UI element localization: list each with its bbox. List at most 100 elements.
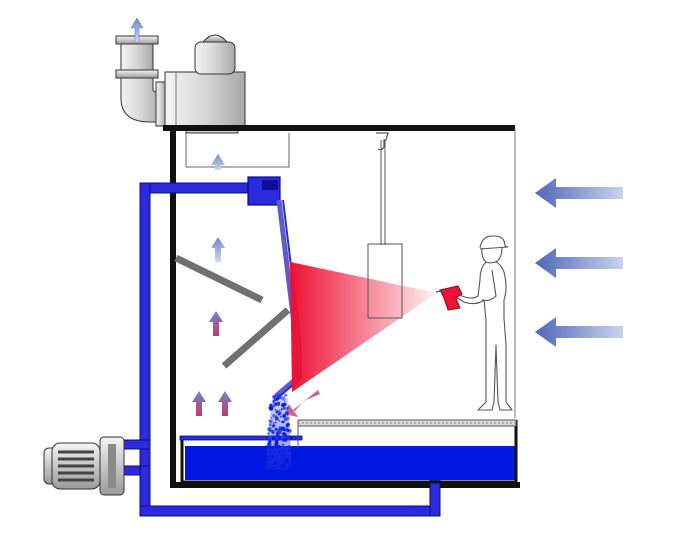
water-droplet <box>284 418 287 421</box>
water-droplet <box>276 439 279 442</box>
water-droplet <box>277 436 282 440</box>
water-droplet <box>264 449 267 451</box>
water-droplet <box>281 420 285 424</box>
water-droplet <box>278 430 282 434</box>
falling-water-stream <box>261 393 297 473</box>
water-droplet <box>274 442 279 447</box>
pump-motor-icon <box>43 436 125 496</box>
water-droplet <box>274 395 277 397</box>
booth-floor-line <box>170 482 520 488</box>
up-arrow-icon <box>209 311 223 336</box>
booth-roof <box>163 125 515 131</box>
water-droplet <box>291 459 295 462</box>
spray-gun-icon <box>435 285 463 311</box>
water-droplet <box>270 416 273 419</box>
water-droplet <box>280 426 285 431</box>
water-droplet <box>283 432 287 436</box>
outlet-arrow-icon <box>284 390 320 417</box>
water-droplet <box>276 401 281 405</box>
water-droplet <box>281 426 286 431</box>
water-droplet <box>277 402 281 405</box>
water-droplet <box>284 458 289 462</box>
water-droplet <box>282 406 286 410</box>
water-droplet <box>288 445 291 448</box>
water-surface <box>185 446 515 480</box>
booth-left-wall <box>170 125 176 488</box>
water-droplet <box>282 414 287 419</box>
water-droplet <box>281 464 285 469</box>
water-droplet <box>285 424 289 428</box>
water-droplet <box>267 455 270 458</box>
water-droplet <box>270 454 275 458</box>
water-droplet <box>272 424 276 428</box>
baffle-upper <box>174 254 264 304</box>
up-arrow-icon <box>211 154 225 170</box>
water-droplet <box>265 437 269 440</box>
water-droplet <box>261 467 264 471</box>
water-droplet <box>277 444 281 449</box>
exhaust-fan-assembly <box>115 17 246 134</box>
water-droplet <box>264 446 267 449</box>
water-droplet <box>261 470 264 473</box>
water-droplet <box>271 429 276 434</box>
water-droplet <box>274 427 278 431</box>
water-droplet <box>288 417 290 419</box>
water-droplet <box>287 428 292 433</box>
water-droplet <box>272 413 276 418</box>
water-droplet <box>281 396 286 401</box>
water-droplet <box>283 454 286 457</box>
water-droplet <box>283 400 286 402</box>
water-droplet <box>279 428 281 431</box>
water-droplet <box>269 419 273 424</box>
water-droplet <box>274 421 277 424</box>
water-droplet <box>277 451 280 454</box>
water-droplet <box>275 432 280 437</box>
water-droplet <box>267 442 272 447</box>
hanging-workpiece <box>367 132 403 319</box>
workpiece-box <box>367 243 403 319</box>
internal-airflow-arrows <box>192 154 320 417</box>
water-droplet <box>277 413 280 416</box>
person-icon <box>453 235 513 411</box>
water-droplet <box>274 416 279 421</box>
water-droplet <box>270 467 275 471</box>
water-droplet <box>282 402 287 407</box>
left-arrow-icon <box>535 178 623 208</box>
water-droplet <box>285 435 290 439</box>
water-droplet <box>267 458 271 462</box>
water-droplet <box>283 463 286 466</box>
water-droplet <box>272 424 275 427</box>
water-droplet <box>280 408 283 411</box>
water-droplet <box>268 423 272 427</box>
up-arrow-icon <box>192 391 206 416</box>
water-droplet <box>291 469 294 472</box>
up-arrow-icon <box>218 391 232 416</box>
water-droplet <box>267 432 270 435</box>
fan-motor-icon <box>194 41 236 75</box>
water-droplet <box>291 462 295 466</box>
water-droplet <box>275 456 278 459</box>
inflow-arrows <box>535 178 623 347</box>
baffles <box>174 254 291 369</box>
left-arrow-icon <box>535 317 623 347</box>
water-droplet <box>288 435 291 438</box>
water-droplet <box>286 406 289 410</box>
water-droplet <box>294 470 297 473</box>
water-droplet <box>286 428 289 432</box>
water-droplet <box>275 410 279 414</box>
spray-cone <box>290 262 437 392</box>
water-droplet <box>286 411 289 414</box>
water-tank <box>179 419 518 484</box>
water-droplet <box>269 403 273 408</box>
water-droplet <box>274 403 278 406</box>
left-arrow-icon <box>535 248 623 278</box>
water-droplet <box>271 445 276 450</box>
water-circulation-pipe <box>119 176 441 517</box>
water-droplet <box>272 463 276 466</box>
water-droplet <box>271 436 276 441</box>
water-droplet <box>263 469 267 473</box>
water-droplet <box>286 468 292 473</box>
water-droplet <box>272 421 275 425</box>
booth-cabinet <box>163 125 520 488</box>
